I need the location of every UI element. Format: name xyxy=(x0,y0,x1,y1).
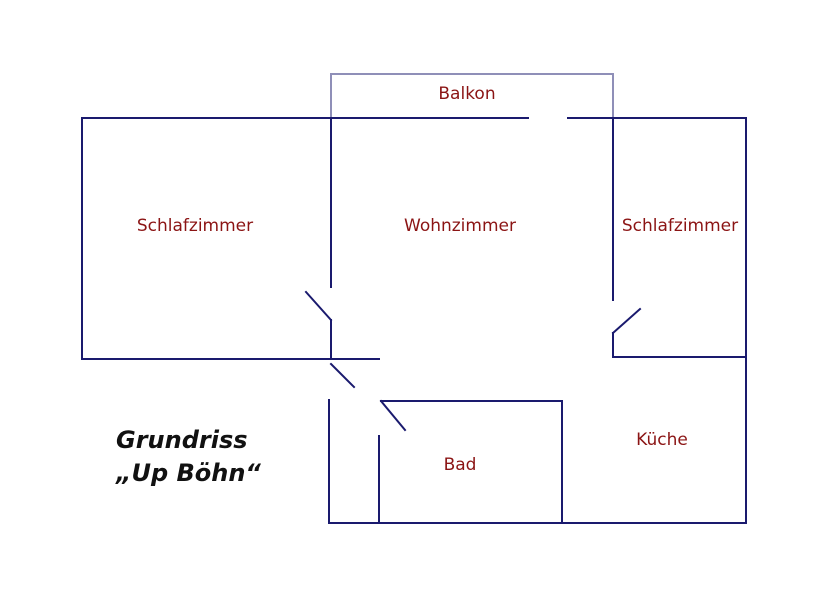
plan-title-line-1: Grundriss xyxy=(116,426,248,454)
door-bathroom xyxy=(379,399,407,432)
room-label-bathroom: Bad xyxy=(444,455,477,475)
doors xyxy=(304,290,642,432)
plan-title-line-2: „Up Böhn“ xyxy=(116,459,261,487)
room-label-kitchen: Küche xyxy=(636,430,688,450)
outer-walls xyxy=(81,117,747,524)
room-label-bedroom-left: Schlafzimmer xyxy=(137,216,253,236)
door-right-bedroom xyxy=(611,307,642,335)
interior-walls xyxy=(330,117,747,524)
plan-title: Grundriss „Up Böhn“ xyxy=(116,424,261,490)
balcony-outline xyxy=(330,73,614,118)
door-entrance xyxy=(329,362,356,389)
room-label-living-room: Wohnzimmer xyxy=(404,216,516,236)
room-label-bedroom-right: Schlafzimmer xyxy=(622,216,738,236)
room-label-balcony: Balkon xyxy=(438,84,495,104)
door-left-bedroom xyxy=(304,290,333,322)
